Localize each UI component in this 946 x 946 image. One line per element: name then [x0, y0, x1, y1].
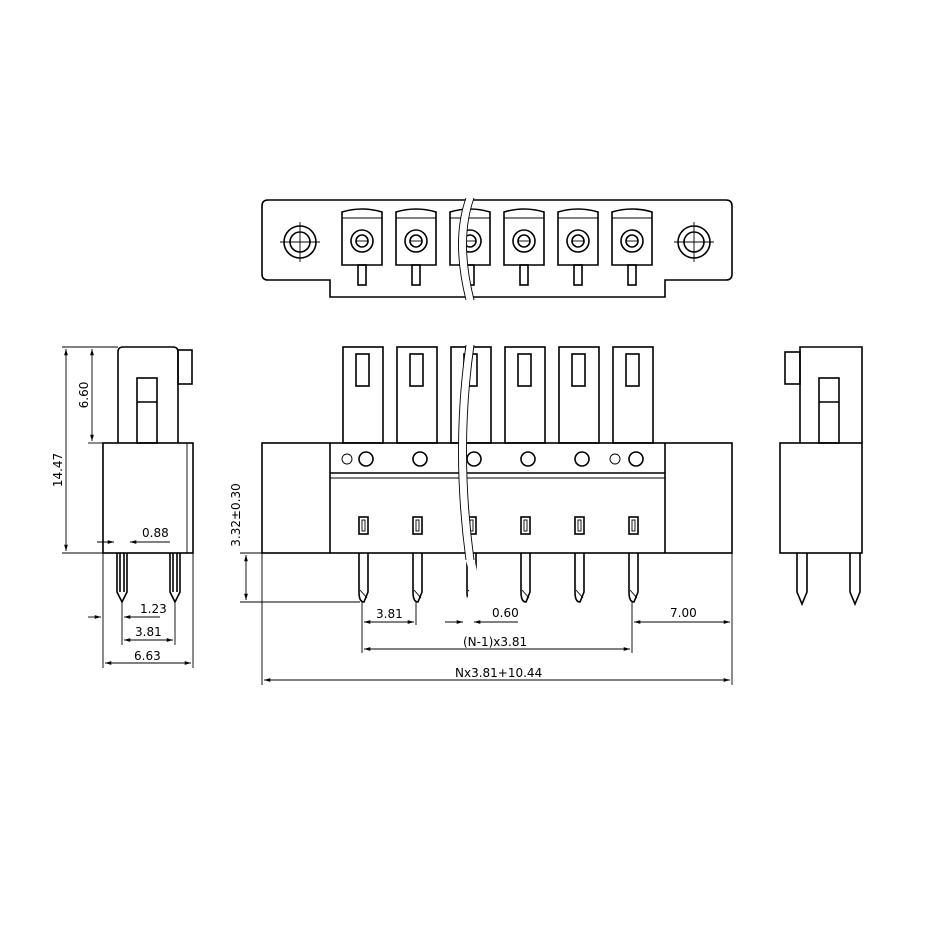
terminal-front — [558, 346, 600, 603]
screw-icon — [620, 229, 644, 253]
dim-side-width: 6.63 — [134, 649, 161, 663]
terminal-top — [611, 208, 653, 286]
terminal-top — [395, 208, 437, 286]
mounting-hole-right — [674, 222, 714, 262]
screw-icon — [350, 229, 374, 253]
mounting-hole-left — [280, 222, 320, 262]
terminal-top — [503, 208, 545, 286]
dim-end-offset: 7.00 — [670, 606, 697, 620]
dim-pitch: 3.81 — [376, 607, 403, 621]
left-side-view — [102, 346, 194, 604]
screw-icon — [512, 229, 536, 253]
screw-icon — [566, 229, 590, 253]
dimension-lines — [62, 346, 733, 685]
terminal-top — [449, 208, 491, 286]
dim-span: (N-1)x3.81 — [463, 635, 527, 649]
right-side-view — [779, 346, 863, 607]
top-view — [261, 196, 733, 301]
screw-icon — [404, 229, 428, 253]
terminal-front — [504, 346, 546, 603]
dim-side-total-height: 14.47 — [51, 453, 65, 487]
dimension-labels: 14.47 6.60 0.88 1.23 3.81 6.63 3.32±0.30… — [51, 382, 697, 680]
dim-total-length: Nx3.81+10.44 — [455, 666, 542, 680]
dim-pin-width-side: 0.88 — [142, 526, 169, 540]
dim-pin-offset: 1.23 — [140, 602, 167, 616]
front-view — [261, 344, 733, 613]
terminal-front — [342, 346, 384, 603]
terminal-front — [396, 346, 438, 603]
terminal-front — [612, 346, 654, 603]
terminal-top — [557, 208, 599, 286]
dim-row-pitch: 3.81 — [135, 625, 162, 639]
dim-side-upper-height: 6.60 — [77, 382, 91, 409]
dim-pin-width: 0.60 — [492, 606, 519, 620]
dim-pin-length: 3.32±0.30 — [229, 483, 243, 547]
terminal-top — [341, 208, 383, 286]
